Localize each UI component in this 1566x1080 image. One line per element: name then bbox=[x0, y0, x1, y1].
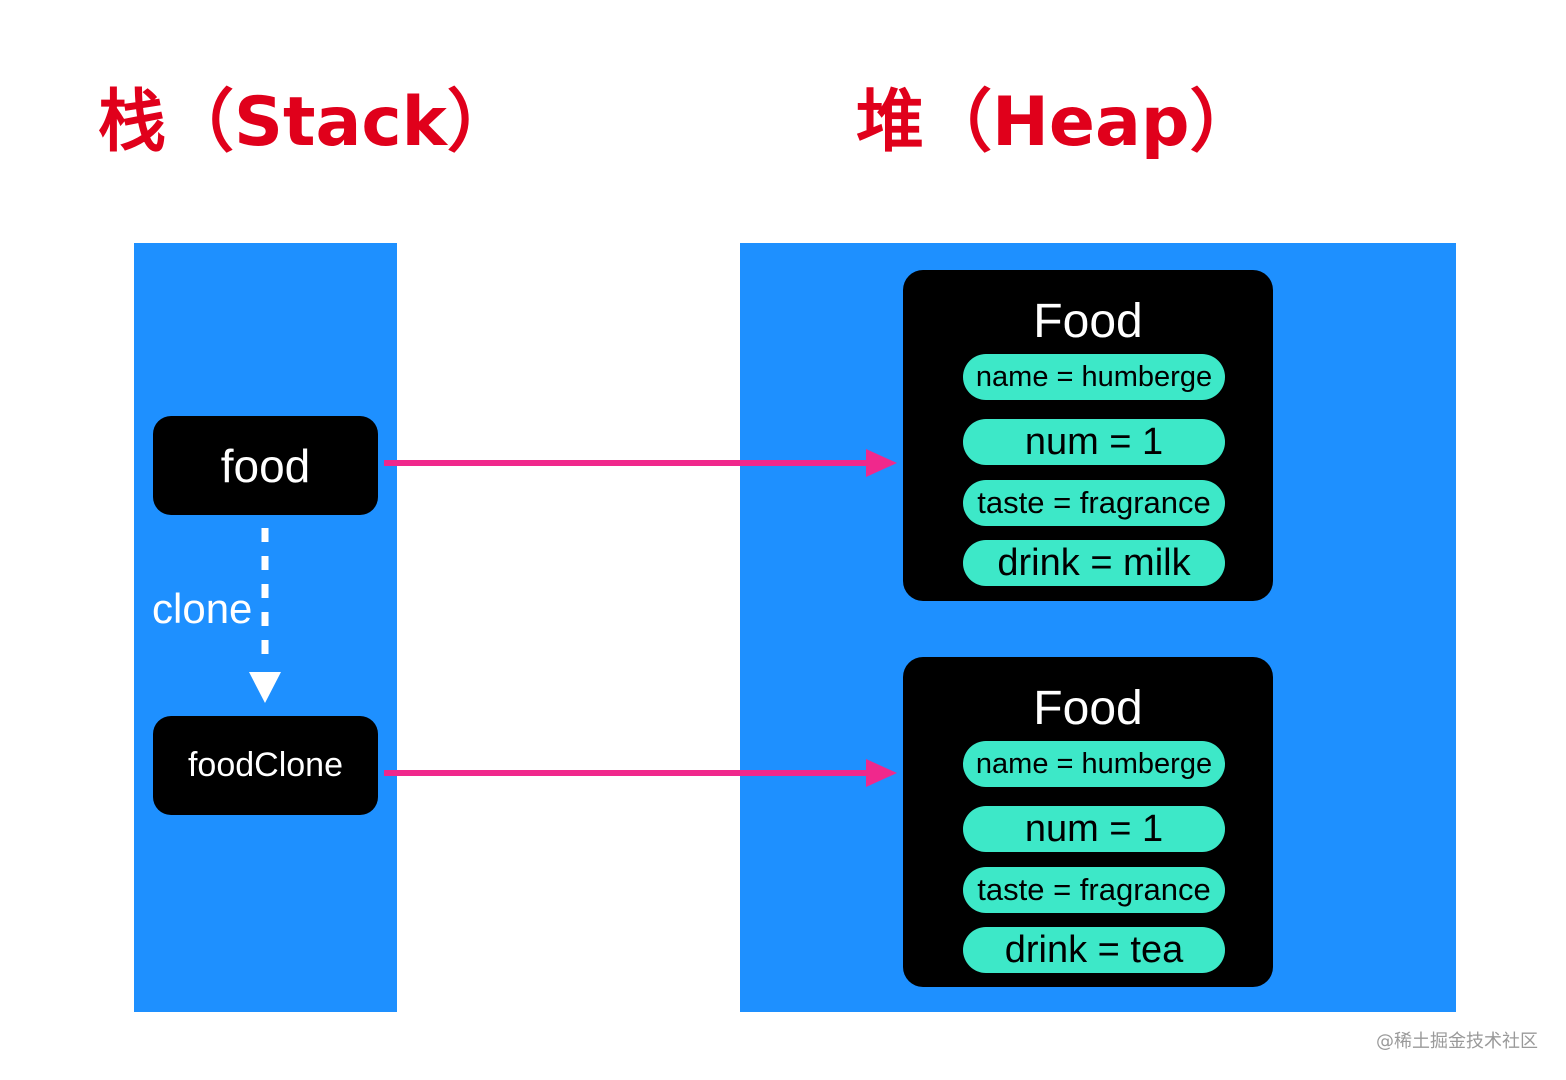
stack-variable-label: food bbox=[220, 439, 311, 492]
pointer-arrow-food bbox=[384, 449, 897, 477]
object-title: Food bbox=[1033, 682, 1143, 735]
stack-heading: 栈（Stack） bbox=[98, 83, 515, 162]
property-drink: drink = milk bbox=[963, 540, 1225, 586]
property-taste: taste = fragrance bbox=[963, 867, 1225, 913]
watermark: @稀土掘金技术社区 bbox=[1376, 1031, 1538, 1052]
stack-variable-food: food bbox=[153, 416, 378, 515]
property-name: name = humberge bbox=[963, 741, 1225, 787]
heap-heading: 堆（Heap） bbox=[856, 83, 1258, 162]
clone-arrow bbox=[249, 528, 281, 703]
pointer-arrow-head bbox=[866, 449, 897, 477]
stack-variable-foodclone: foodClone bbox=[153, 716, 378, 815]
stack-region bbox=[134, 243, 397, 1012]
property-name: name = humberge bbox=[963, 354, 1225, 400]
heap-object-clone: Food name = humberge num = 1 taste = fra… bbox=[903, 657, 1273, 987]
property-num: num = 1 bbox=[963, 419, 1225, 465]
clone-arrow-head bbox=[249, 672, 281, 703]
stack-variable-label: foodClone bbox=[187, 746, 343, 784]
property-num: num = 1 bbox=[963, 806, 1225, 852]
property-taste: taste = fragrance bbox=[963, 480, 1225, 526]
pointer-arrow-foodclone bbox=[384, 759, 897, 787]
pointer-arrow-head bbox=[866, 759, 897, 787]
heap-object-original: Food name = humberge num = 1 taste = fra… bbox=[903, 270, 1273, 601]
clone-label: clone bbox=[152, 585, 253, 632]
object-title: Food bbox=[1033, 295, 1143, 348]
property-drink: drink = tea bbox=[963, 927, 1225, 973]
